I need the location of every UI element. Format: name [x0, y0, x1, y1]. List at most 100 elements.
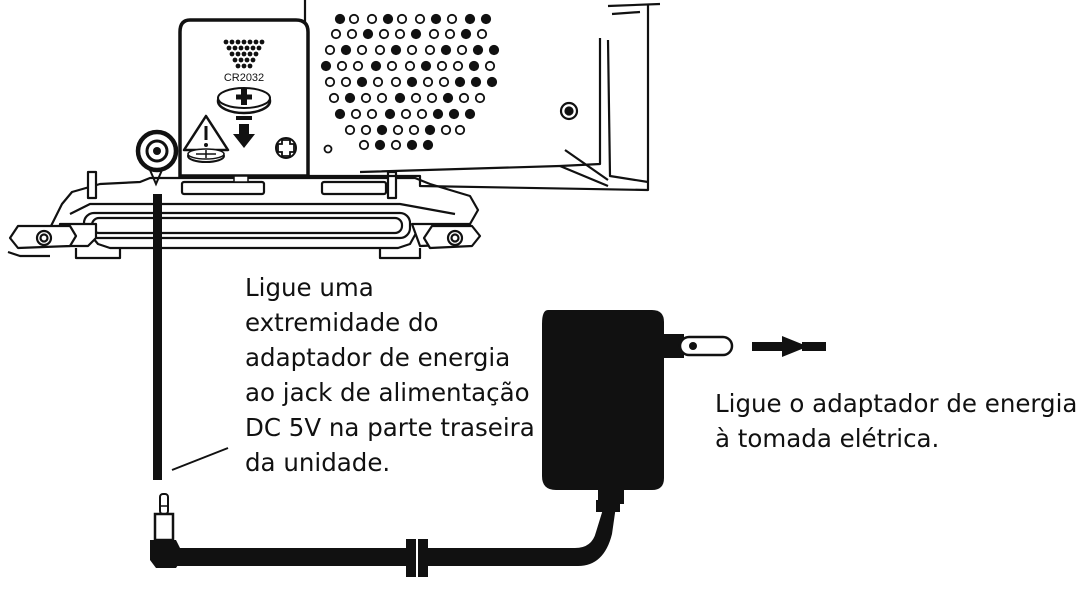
speaker-hole	[476, 28, 488, 40]
speaker-hole	[422, 76, 434, 88]
speaker-hole	[352, 60, 364, 72]
speaker-hole	[366, 108, 378, 120]
speaker-hole	[334, 13, 346, 25]
callout-line: adaptador de energia	[245, 343, 511, 372]
speaker-hole	[360, 124, 372, 136]
speaker-hole	[480, 13, 492, 25]
speaker-hole	[376, 92, 388, 104]
speaker-hole	[366, 13, 378, 25]
speaker-hole	[378, 28, 390, 40]
speaker-hole	[468, 60, 480, 72]
barrel-plug	[150, 493, 410, 568]
power-cable	[149, 169, 229, 480]
callout-line: ao jack de alimentação	[245, 378, 530, 407]
speaker-hole	[438, 76, 450, 88]
speaker-hole	[406, 139, 418, 151]
speaker-hole	[370, 60, 382, 72]
speaker-hole	[394, 28, 406, 40]
callout-line: da unidade.	[245, 448, 391, 477]
speaker-hole	[424, 124, 436, 136]
speaker-hole	[430, 13, 442, 25]
speaker-hole	[416, 108, 428, 120]
speaker-hole	[340, 76, 352, 88]
speaker-hole	[320, 60, 332, 72]
speaker-hole	[390, 76, 402, 88]
power-adapter	[542, 310, 734, 504]
speaker-hole	[344, 92, 356, 104]
speaker-hole	[390, 139, 402, 151]
speaker-hole	[346, 28, 358, 40]
speaker-hole	[372, 76, 384, 88]
speaker-hole	[454, 76, 466, 88]
speaker-hole	[464, 13, 476, 25]
speaker-hole	[392, 124, 404, 136]
small-hole	[323, 144, 333, 154]
speaker-hole	[488, 44, 500, 56]
speaker-hole	[340, 44, 352, 56]
speaker-hole	[350, 108, 362, 120]
callout-line: extremidade do	[245, 308, 439, 337]
speaker-hole	[374, 44, 386, 56]
speaker-hole	[486, 76, 498, 88]
speaker-hole	[452, 60, 464, 72]
battery-label: CR2032	[224, 72, 264, 84]
speaker-hole	[426, 92, 438, 104]
speaker-hole	[464, 108, 476, 120]
speaker-hole	[356, 76, 368, 88]
speaker-hole	[470, 76, 482, 88]
speaker-hole	[448, 108, 460, 120]
speaker-hole	[422, 139, 434, 151]
callout-line: DC 5V na parte traseira	[245, 413, 535, 442]
callout-line: à tomada elétrica.	[715, 424, 940, 453]
speaker-hole	[472, 44, 484, 56]
speaker-hole	[344, 124, 356, 136]
speaker-hole	[384, 108, 396, 120]
speaker-hole	[428, 28, 440, 40]
speaker-hole	[374, 139, 386, 151]
speaker-hole	[358, 139, 370, 151]
speaker-hole	[444, 28, 456, 40]
minus-icon	[236, 116, 252, 120]
speaker-hole	[408, 124, 420, 136]
speaker-hole	[440, 124, 452, 136]
speaker-hole	[440, 44, 452, 56]
speaker-hole	[484, 60, 496, 72]
battery-compartment: CR2032	[178, 18, 310, 183]
coin-battery-icon	[216, 87, 272, 120]
speaker-hole	[432, 108, 444, 120]
speaker-hole	[336, 60, 348, 72]
speaker-hole	[360, 92, 372, 104]
grip-dots	[223, 39, 265, 69]
speaker-hole	[454, 124, 466, 136]
speaker-hole	[414, 13, 426, 25]
speaker-hole	[348, 13, 360, 25]
speaker-hole	[324, 44, 336, 56]
speaker-hole	[404, 60, 416, 72]
unit-base	[7, 170, 482, 260]
speaker-grille	[320, 13, 500, 151]
speaker-hole	[328, 92, 340, 104]
speaker-hole	[396, 13, 408, 25]
speaker-hole	[394, 92, 406, 104]
speaker-hole	[436, 60, 448, 72]
speaker-hole	[390, 44, 402, 56]
speaker-hole	[330, 28, 342, 40]
plug-prong	[678, 335, 734, 357]
speaker-hole	[460, 28, 472, 40]
callout-line: Ligue uma	[245, 273, 374, 302]
speaker-hole	[406, 76, 418, 88]
speaker-hole	[456, 44, 468, 56]
speaker-hole	[474, 92, 486, 104]
small-battery-icon	[187, 148, 225, 163]
callout-connect-wall-outlet: Ligue o adaptador de energia à tomada el…	[715, 386, 1077, 456]
callout-connect-back-panel: Ligue uma extremidade do adaptador de en…	[245, 270, 535, 480]
down-arrow-icon	[233, 124, 255, 148]
speaker-hole	[442, 92, 454, 104]
screw-icon	[275, 137, 297, 159]
dc-power-jack	[135, 129, 179, 173]
speaker-hole	[420, 60, 432, 72]
arrow-right-icon	[752, 336, 826, 357]
speaker-hole	[376, 124, 388, 136]
